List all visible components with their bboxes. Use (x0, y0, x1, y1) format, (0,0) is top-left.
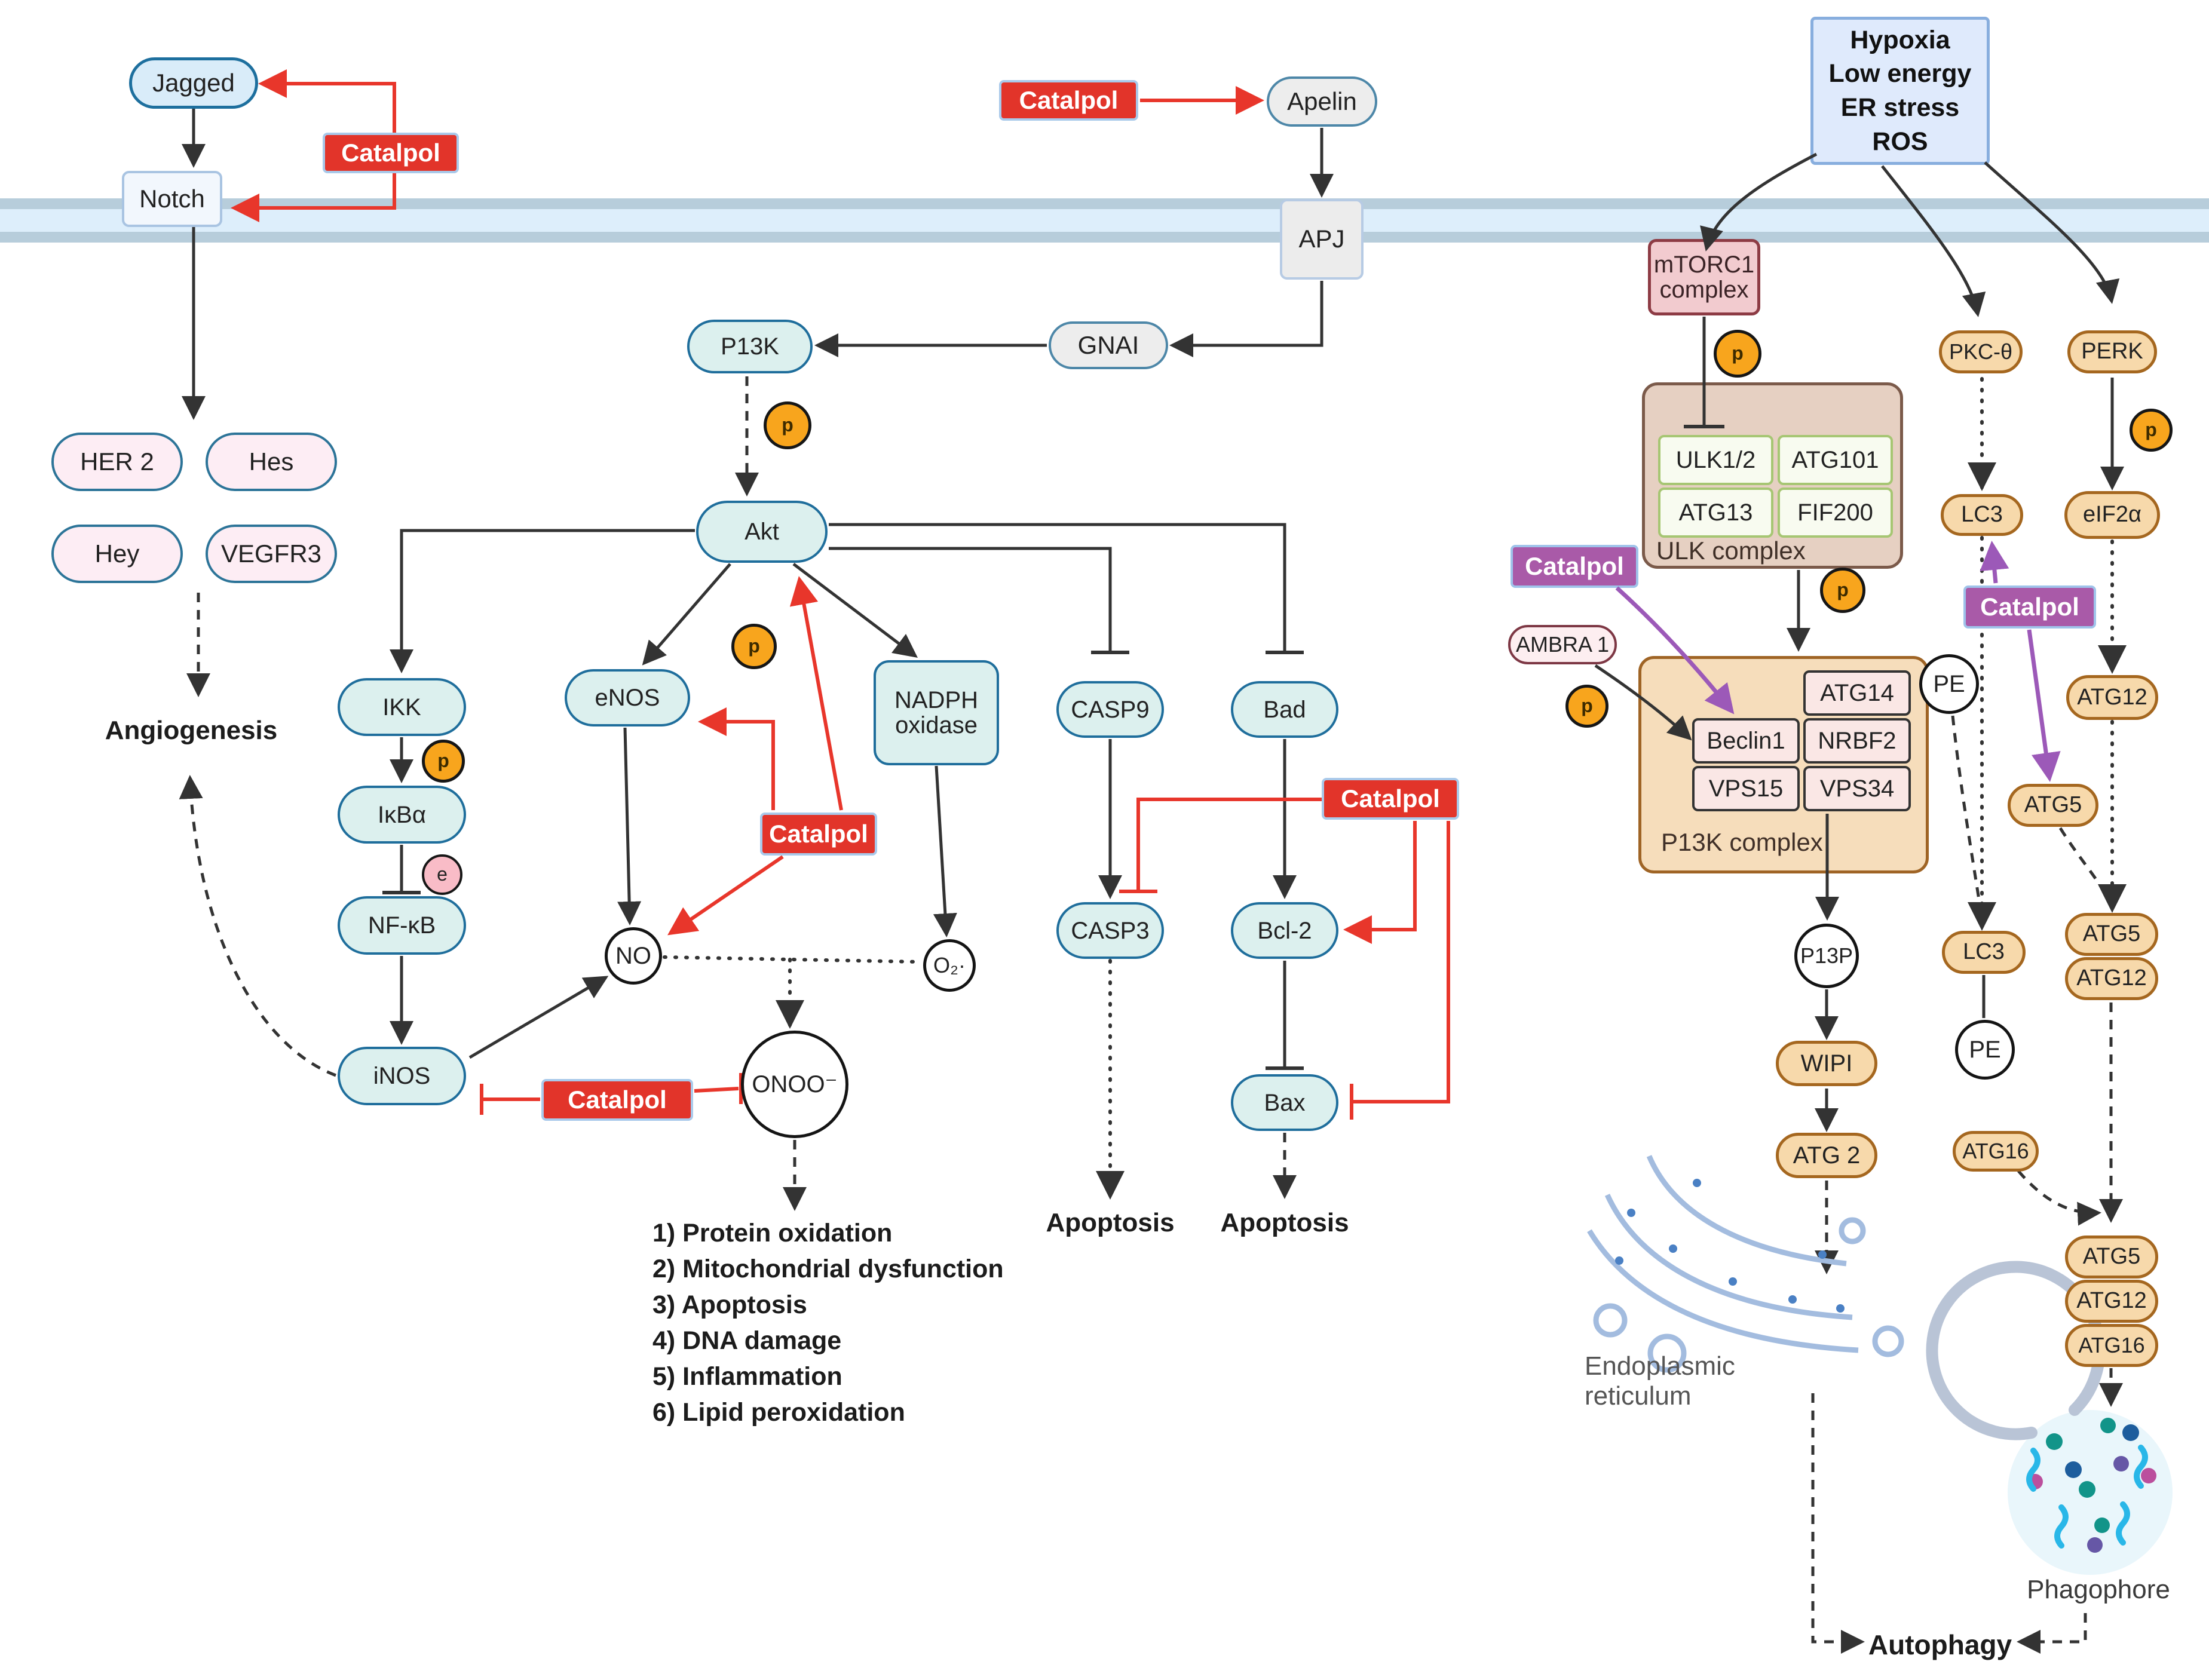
catalpol-box-lc3: Catalpol (1963, 585, 2096, 629)
node-hes: Hes (206, 433, 337, 491)
node-atg2: ATG 2 (1776, 1133, 1877, 1178)
node-pe-upper: PE (1919, 654, 1979, 714)
endoplasmic-reticulum-illustration (1587, 1155, 1904, 1373)
node-notch: Notch (122, 171, 222, 227)
e-badge-ikba: e (422, 854, 462, 895)
angiogenesis-label: Angiogenesis (105, 716, 278, 745)
phagophore-label: Phagophore (2027, 1575, 2170, 1604)
node-hey: Hey (51, 525, 183, 583)
node-atg16-stack: ATG16 (2065, 1324, 2158, 1367)
p13k-complex-label: P13K complex (1661, 828, 1823, 856)
purple-catalpol-connectors (1980, 541, 2061, 782)
apoptosis-label-casp: Apoptosis (1046, 1208, 1175, 1237)
phospho-badge-p13k-akt: p (764, 401, 811, 449)
stress-er-stress: ER stress (1840, 93, 1960, 122)
node-bcl2: Bcl-2 (1231, 902, 1338, 959)
node-no: NO (605, 927, 662, 985)
catalpol-box-center: Catalpol (760, 813, 877, 856)
node-atg5-stack: ATG5 (2065, 1236, 2158, 1279)
phospho-badge-ulk-p13k: p (1820, 568, 1865, 613)
node-atg5-pair: ATG5 (2065, 913, 2158, 956)
node-beclin1: Beclin1 (1692, 718, 1800, 764)
phospho-badge-mtorc1: p (1714, 330, 1761, 378)
node-lc3-upper: LC3 (1941, 494, 2023, 536)
node-inos: iNOS (338, 1047, 466, 1105)
stress-low-energy: Low energy (1828, 59, 1972, 88)
node-casp9: CASP9 (1056, 681, 1164, 738)
node-atg5-upper: ATG5 (2008, 784, 2098, 827)
node-atg12-pair: ATG12 (2065, 957, 2158, 1000)
node-p13k: P13K (687, 320, 813, 373)
node-atg13: ATG13 (1658, 488, 1773, 538)
node-ikba: IκBα (338, 786, 466, 844)
node-nrbf2: NRBF2 (1803, 718, 1911, 764)
node-apj: APJ (1280, 199, 1364, 280)
node-gnai: GNAI (1049, 321, 1168, 369)
outcome-lipid-peroxidation: 6) Lipid peroxidation (652, 1398, 905, 1427)
node-wipi: WIPI (1776, 1041, 1877, 1086)
outcome-protein-oxidation: 1) Protein oxidation (652, 1219, 893, 1247)
outcome-apoptosis: 3) Apoptosis (652, 1290, 807, 1319)
node-vegfr3: VEGFR3 (206, 525, 337, 583)
node-ulk12: ULK1/2 (1658, 435, 1773, 485)
node-akt: Akt (696, 501, 828, 563)
node-vps34: VPS34 (1803, 766, 1911, 811)
stress-ros: ROS (1872, 127, 1928, 156)
node-atg12-stack: ATG12 (2065, 1280, 2158, 1323)
er-label: Endoplasmic reticulum (1585, 1351, 1735, 1411)
apoptosis-label-bax: Apoptosis (1220, 1208, 1349, 1237)
autophagy-label: Autophagy (1868, 1629, 2012, 1660)
node-jagged: Jagged (129, 57, 258, 109)
node-bad: Bad (1231, 681, 1338, 738)
node-nfkb: NF-κB (338, 896, 466, 955)
node-peroxynitrite: ONOO⁻ (741, 1031, 848, 1138)
catalpol-box-bcl: Catalpol (1322, 778, 1459, 820)
outcome-mitochondrial-dysfunction: 2) Mitochondrial dysfunction (652, 1255, 1004, 1283)
node-casp3: CASP3 (1056, 902, 1164, 959)
node-vps15: VPS15 (1692, 766, 1800, 811)
node-pkc-theta: PKC-θ (1939, 330, 2023, 373)
node-ambra1: AMBRA 1 (1508, 625, 1617, 664)
catalpol-box-notch: Catalpol (323, 133, 459, 173)
catalpol-box-beclin: Catalpol (1511, 545, 1638, 588)
node-apelin: Apelin (1267, 76, 1377, 127)
node-bax: Bax (1231, 1074, 1338, 1131)
outcome-dna-damage: 4) DNA damage (652, 1326, 842, 1355)
phospho-badge-perk: p (2130, 409, 2173, 452)
node-atg16-single: ATG16 (1953, 1131, 2039, 1172)
node-p13p: P13P (1794, 924, 1859, 988)
node-mtorc1-complex: mTORC1 complex (1648, 239, 1760, 315)
node-her2: HER 2 (51, 433, 183, 491)
node-atg12-upper: ATG12 (2066, 675, 2158, 720)
membrane-outer-top (0, 198, 2209, 209)
node-atg101: ATG101 (1778, 435, 1893, 485)
phospho-badge-akt-enos: p (731, 624, 777, 669)
outcome-inflammation: 5) Inflammation (652, 1362, 842, 1391)
stress-input-box: Hypoxia Low energy ER stress ROS (1810, 17, 1990, 165)
node-ikk: IKK (338, 678, 466, 736)
node-enos: eNOS (565, 669, 690, 726)
node-atg14: ATG14 (1803, 670, 1911, 716)
phospho-badge-ambra1: p (1565, 685, 1609, 728)
catalpol-box-apelin: Catalpol (999, 80, 1138, 121)
node-pe-lower: PE (1955, 1020, 2015, 1080)
ulk-complex-label: ULK complex (1656, 537, 1806, 565)
stress-hypoxia: Hypoxia (1850, 25, 1950, 54)
phospho-badge-ikk: p (422, 740, 465, 783)
node-eif2a: eIF2α (2064, 491, 2160, 539)
node-perk: PERK (2067, 330, 2157, 373)
membrane-core (0, 209, 2209, 232)
membrane-outer-bottom (0, 232, 2209, 243)
node-fif200: FIF200 (1778, 488, 1893, 538)
node-lc3-lower: LC3 (1942, 931, 2026, 974)
node-superoxide: O₂· (923, 939, 976, 992)
catalpol-box-inos: Catalpol (541, 1079, 693, 1121)
node-nadph-oxidase: NADPH oxidase (874, 660, 999, 765)
